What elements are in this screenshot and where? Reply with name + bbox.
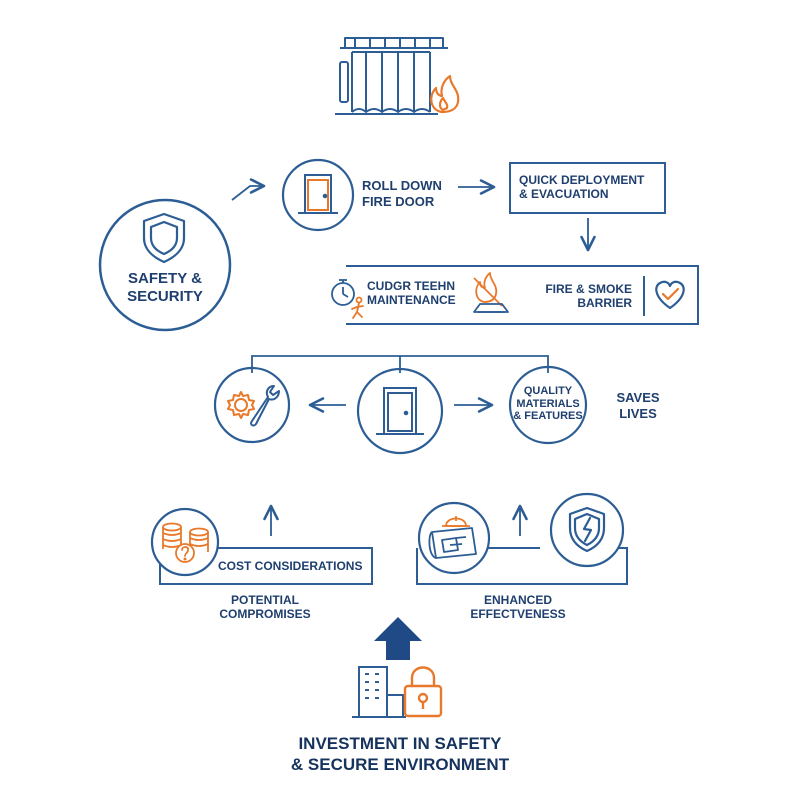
barrier-box xyxy=(346,265,699,325)
quality-materials-label: QUALITY MATERIALS & FEATURES xyxy=(513,385,583,423)
curtain-fire-icon xyxy=(335,37,448,115)
investment-label: INVESTMENT IN SAFETY & SECURE ENVIRONMEN… xyxy=(290,734,510,775)
cost-icon-circle xyxy=(150,507,220,577)
stopwatch-icon xyxy=(331,279,355,306)
cost-considerations-label: COST CONSIDERATIONS xyxy=(218,559,363,573)
quick-deployment-label: QUICK DEPLOYMENT & EVACUATION xyxy=(519,173,645,202)
quick-deployment-box xyxy=(509,162,666,214)
center-door-icon xyxy=(376,387,424,435)
roll-down-fire-door-label: ROLL DOWN FIRE DOOR xyxy=(362,178,442,209)
up-arrow-icon xyxy=(374,617,422,660)
maintenance-label: CUDGR TEEHN MAINTENANCE xyxy=(367,279,456,308)
safety-security-circle xyxy=(98,198,232,332)
no-fire-icon xyxy=(473,272,509,313)
cost-considerations-box xyxy=(159,547,373,585)
coins-question-icon xyxy=(162,522,209,563)
building-icon xyxy=(352,666,406,718)
fire-smoke-barrier-label: FIRE & SMOKE BARRIER xyxy=(545,282,632,311)
flame-icon xyxy=(430,74,460,114)
safety-security-label: SAFETY & SECURITY xyxy=(127,270,203,305)
potential-compromises-label: POTENTIAL COMPROMISES xyxy=(219,593,311,622)
maintenance-tools-circle xyxy=(213,366,291,444)
shield-icon xyxy=(142,212,186,264)
gear-wrench-icon xyxy=(227,385,280,427)
worker-icon xyxy=(351,296,364,319)
saves-lives-label: SAVES LIVES xyxy=(616,390,660,421)
door-icon xyxy=(298,174,338,214)
fire-door-circle xyxy=(281,158,355,232)
heart-check-icon xyxy=(655,280,685,310)
branch-connector xyxy=(251,355,549,373)
quality-materials-circle xyxy=(508,365,588,445)
enhanced-effectiveness-label: ENHANCED EFFECTVENESS xyxy=(470,593,566,622)
arrow-safety-to-door xyxy=(231,178,266,201)
blueprint-hardhat-icon xyxy=(428,516,477,559)
padlock-icon xyxy=(403,666,443,718)
shield-crack-icon xyxy=(568,506,606,553)
center-door-circle xyxy=(356,367,444,455)
